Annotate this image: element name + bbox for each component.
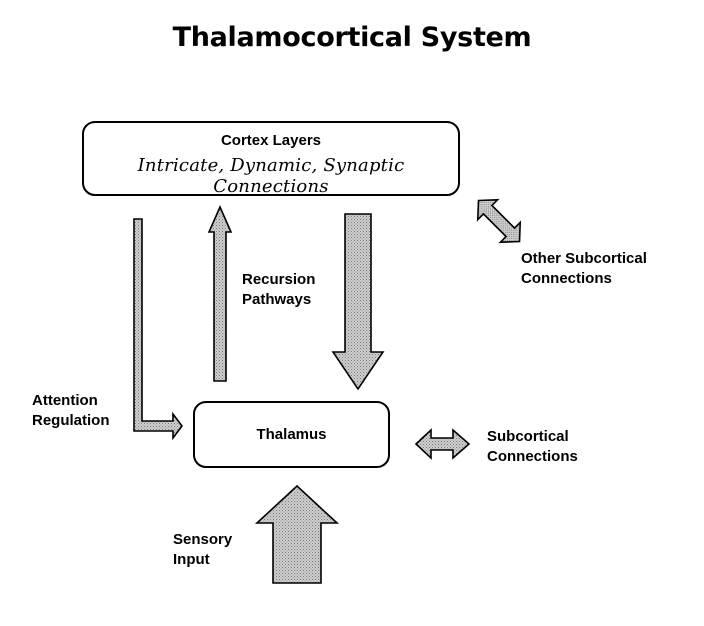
- cortex-layers-subtitle: Intricate, Dynamic, Synaptic Connections: [137, 155, 405, 197]
- cortex-to-thalamus-arrow: [331, 213, 385, 391]
- recursion-label-line-2: Pathways: [242, 291, 312, 308]
- recursion-pathways-label: Recursion Pathways: [242, 270, 315, 310]
- subcortical-connections-label: Subcortical Connections: [487, 427, 578, 467]
- sensory-input-label: Sensory Input: [173, 530, 232, 570]
- recursion-pathway-arrow: [207, 205, 233, 382]
- thalamus-box: Thalamus: [193, 401, 390, 468]
- thalamus-label: Thalamus: [256, 426, 327, 443]
- cortex-layers-box: Cortex Layers Intricate, Dynamic, Synapt…: [82, 121, 460, 197]
- other-subcortical-label: Other Subcortical Connections: [521, 249, 647, 289]
- diagram-title: Thalamocortical System: [172, 22, 532, 53]
- subcortical-label-line-1: Subcortical: [487, 428, 569, 445]
- other-subcortical-label-line-2: Connections: [521, 270, 612, 287]
- other-subcortical-double-arrow: [476, 198, 522, 244]
- attention-label-line-1: Attention: [32, 392, 98, 409]
- attention-regulation-arrow: [133, 218, 183, 441]
- cortex-layers-heading: Cortex Layers: [220, 132, 322, 149]
- subcortical-double-arrow: [414, 428, 471, 460]
- sensory-label-line-2: Input: [173, 551, 210, 568]
- sensory-label-line-1: Sensory: [173, 531, 233, 548]
- sensory-input-arrow: [254, 484, 340, 584]
- other-subcortical-label-line-1: Other Subcortical: [521, 250, 647, 267]
- recursion-label-line-1: Recursion: [242, 271, 316, 288]
- attention-label-line-2: Regulation: [32, 412, 110, 429]
- attention-regulation-label: Attention Regulation: [32, 391, 110, 431]
- subcortical-label-line-2: Connections: [487, 448, 578, 465]
